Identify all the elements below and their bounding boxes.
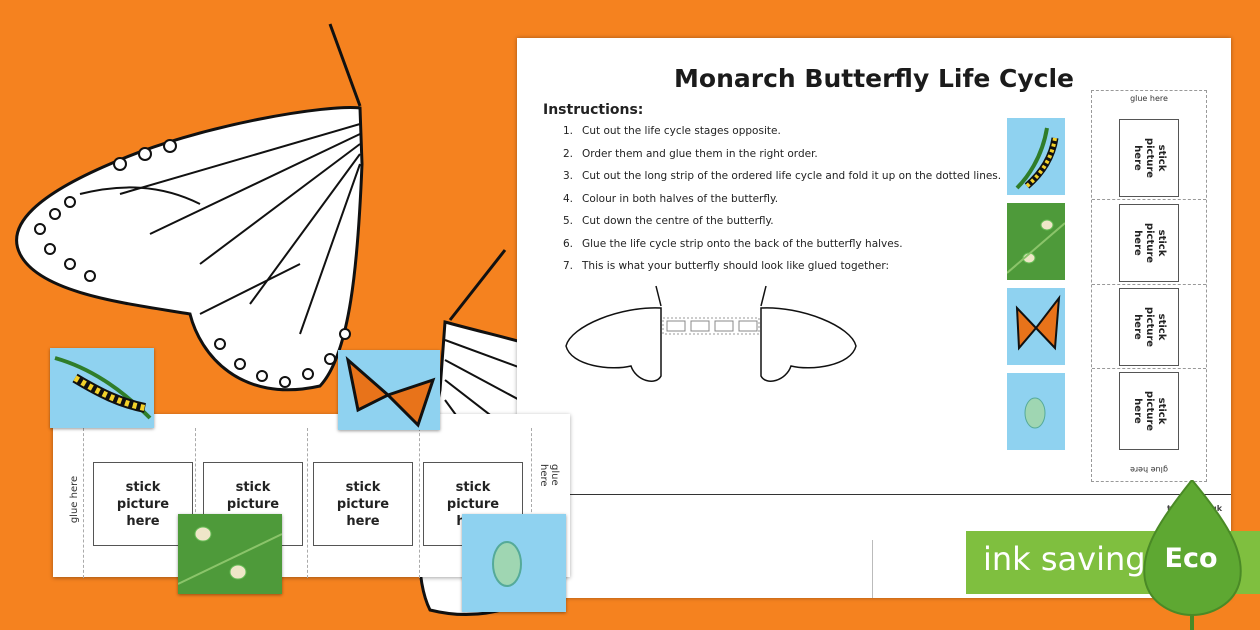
fold-line (419, 428, 420, 578)
monarch-butterfly-icon (1015, 294, 1061, 351)
butterfly-photo-card[interactable] (338, 350, 440, 430)
fold-line (1092, 284, 1206, 285)
eco-label: Eco (1164, 543, 1218, 574)
worksheet-page: Monarch Butterfly Life Cycle Instruction… (517, 38, 1231, 598)
stick-picture-box: stick picture here (1119, 288, 1179, 366)
monarch-butterfly-icon (345, 355, 436, 428)
glue-here-label: glue here (69, 475, 81, 524)
fold-line (1092, 199, 1206, 200)
instructions-list: 1.Cut out the life cycle stages opposite… (543, 120, 1013, 278)
stick-picture-box: stick picture here (93, 462, 193, 546)
adult-butterfly-picture (1007, 288, 1065, 365)
caterpillar-icon (54, 356, 152, 420)
egg-icon (1007, 219, 1065, 274)
assembled-butterfly-illustration (565, 285, 857, 382)
caterpillar-icon (1015, 127, 1059, 190)
fold-line (307, 428, 308, 578)
instruction-item: 4.Colour in both halves of the butterfly… (562, 192, 779, 205)
glue-here-label: glue here (1130, 465, 1168, 474)
stick-picture-box: stick picture here (1119, 372, 1179, 450)
stick-picture-box: stick picture here (1119, 204, 1179, 282)
instruction-item: 7.This is what your butterfly should loo… (562, 260, 890, 272)
instructions-heading: Instructions: (543, 102, 644, 118)
stick-picture-box: stick picture here (313, 462, 413, 546)
chrysalis-picture (1007, 373, 1065, 450)
leaf-icon (1143, 480, 1242, 630)
life-cycle-strip-vertical: glue here stick picture here stick pictu… (1091, 90, 1207, 482)
stick-picture-box: stick picture here (1119, 119, 1179, 197)
butterfly-wing-left (15, 23, 364, 392)
fold-line (1092, 368, 1206, 369)
divider (872, 540, 873, 598)
instruction-item: 2.Order them and glue them in the right … (562, 147, 818, 160)
fold-line (83, 428, 84, 578)
egg-icon (178, 526, 282, 585)
chrysalis-icon (492, 541, 522, 587)
fold-line (531, 428, 532, 578)
glue-here-label: glue here (538, 464, 560, 487)
ink-saving-label: ink saving (983, 540, 1146, 578)
instruction-item: 3.Cut out the long strip of the ordered … (562, 170, 1002, 182)
divider (517, 494, 1231, 495)
caterpillar-picture (1007, 118, 1065, 195)
worksheet-title: Monarch Butterfly Life Cycle (674, 64, 1074, 93)
caterpillar-photo-card[interactable] (50, 348, 154, 428)
fold-line (195, 428, 196, 578)
instruction-item: 6.Glue the life cycle strip onto the bac… (562, 237, 903, 250)
glue-here-label: glue here (1130, 94, 1168, 103)
instruction-item: 1.Cut out the life cycle stages opposite… (562, 125, 781, 137)
eggs-on-leaf-picture (1007, 203, 1065, 280)
instruction-item: 5.Cut down the centre of the butterfly. (562, 215, 774, 227)
eggs-photo-card[interactable] (178, 514, 282, 594)
chrysalis-icon (1024, 397, 1046, 429)
chrysalis-photo-card[interactable] (462, 514, 566, 612)
